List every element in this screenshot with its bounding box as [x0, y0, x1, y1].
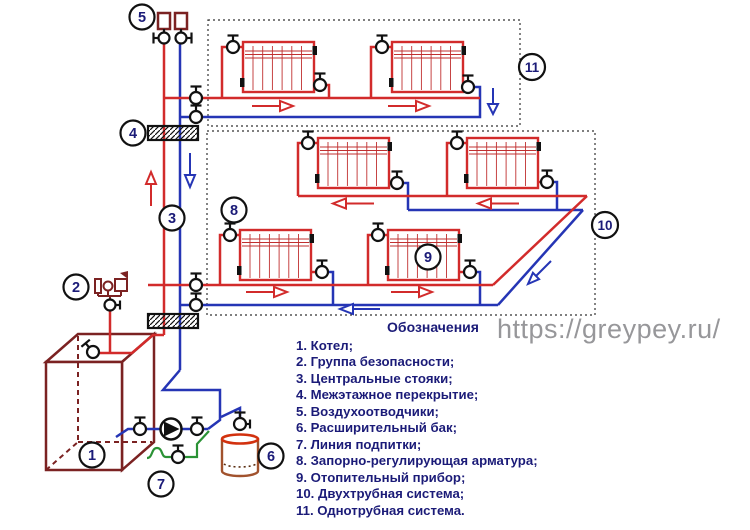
marker-7: 7: [147, 470, 175, 498]
svg-text:5: 5: [138, 10, 146, 26]
marker-9: 9: [414, 243, 442, 271]
marker-10: 10: [590, 210, 620, 240]
radiator: [462, 136, 543, 190]
marker-11: 11: [517, 52, 547, 82]
legend-item: 3. Центральные стояки;: [296, 370, 453, 386]
svg-text:10: 10: [597, 218, 612, 233]
marker-1: 1: [78, 441, 106, 469]
marker-8: 8: [220, 196, 248, 224]
legend-item: 7. Линия подпитки;: [296, 436, 422, 452]
legend-item: 5. Воздухоотводчики;: [296, 403, 439, 419]
legend-item: 8. Запорно-регулирующая арматура;: [296, 453, 538, 469]
radiator: [313, 136, 394, 190]
markers: 1 2 3 4 5 6 7 8 9 10 11: [62, 3, 620, 498]
safety-valve-icon: [103, 298, 122, 312]
legend-item: 6. Расширительный бак;: [296, 420, 457, 436]
floor-slab: [146, 124, 200, 330]
watermark-url: https://greypey.ru/: [497, 314, 721, 344]
legend-item: 10. Двухтрубная система;: [296, 486, 465, 502]
marker-3: 3: [158, 204, 186, 232]
svg-text:11: 11: [525, 60, 540, 75]
legend-item: 11. Однотрубная система.: [296, 502, 465, 518]
svg-text:8: 8: [230, 203, 238, 219]
legend-title: Обозначения: [387, 319, 479, 335]
tank-valve-icon: [232, 411, 252, 432]
air-vent-icon: [152, 11, 193, 45]
expansion-tank: [220, 433, 260, 478]
legend-item: 2. Группа безопасности;: [296, 354, 455, 370]
svg-text:2: 2: [72, 280, 80, 296]
marker-4: 4: [119, 119, 147, 147]
marker-5: 5: [128, 3, 156, 31]
legend: 1. Котел; 2. Группа безопасности; 3. Цен…: [296, 338, 596, 519]
safety-group: [94, 271, 128, 299]
supply-pipes: [88, 44, 588, 355]
radiator: [387, 40, 468, 94]
legend-item: 1. Котел;: [296, 338, 353, 353]
marker-6: 6: [257, 442, 285, 470]
legend-item: 9. Отопительный прибор;: [296, 469, 466, 485]
svg-text:3: 3: [168, 211, 176, 227]
svg-text:4: 4: [129, 126, 137, 142]
svg-text:6: 6: [267, 449, 275, 465]
pump-icon: [159, 417, 183, 441]
radiator: [238, 40, 319, 94]
radiator: [235, 228, 316, 282]
legend-item: 4. Межэтажное перекрытие;: [296, 387, 479, 403]
svg-text:1: 1: [88, 448, 96, 464]
svg-text:7: 7: [157, 477, 165, 493]
svg-text:9: 9: [424, 250, 432, 266]
marker-2: 2: [62, 273, 90, 301]
flow-arrows: [144, 88, 552, 316]
valve-icons: [79, 34, 555, 465]
